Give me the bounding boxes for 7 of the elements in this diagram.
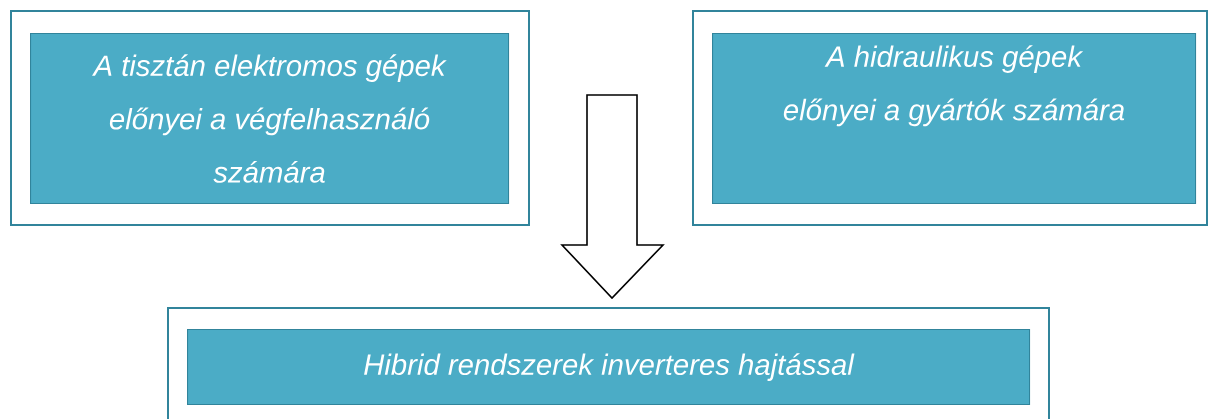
block-arrow — [560, 94, 665, 300]
process-box: A hidraulikus gépek előnyei a gyártók számára — [712, 33, 1197, 205]
frame-box — [167, 307, 1050, 419]
process-box: A tisztán elektromos gépek előnyei a végfelhasználó számára — [30, 33, 510, 205]
frame-box — [10, 10, 530, 226]
process-box: Hibrid rendszerek inverteres hajtással — [187, 329, 1031, 406]
frame-box — [692, 10, 1208, 226]
